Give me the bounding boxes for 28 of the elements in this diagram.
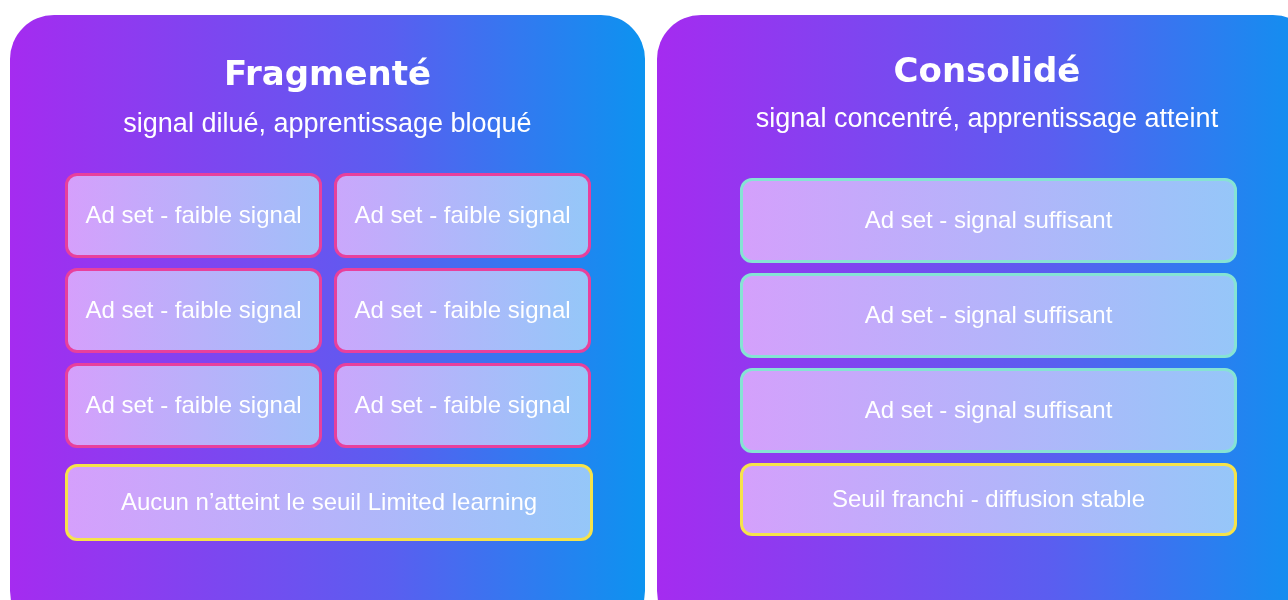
card-label: Ad set - faible signal — [84, 296, 303, 325]
panel-title: Fragmenté — [222, 53, 433, 93]
ad-set-card — [65, 268, 322, 353]
card-label: Ad set - faible signal — [353, 391, 572, 420]
panel-subtitle: signal concentré, apprentissage atteint — [754, 103, 1220, 134]
card-label: Ad set - signal suffisant — [863, 206, 1114, 235]
ad-set-card — [740, 463, 1237, 536]
ad-set-card — [334, 173, 591, 258]
panel-subtitle: signal dilué, apprentissage bloqué — [122, 108, 533, 139]
ad-set-card — [65, 363, 322, 448]
ad-set-card — [65, 173, 322, 258]
ad-set-card — [740, 178, 1237, 263]
card-label: Ad set - faible signal — [353, 296, 572, 325]
card-label: Ad set - faible signal — [84, 201, 303, 230]
card-label: Ad set - signal suffisant — [863, 301, 1114, 330]
ad-set-card — [334, 363, 591, 448]
comparison-panel — [657, 15, 1288, 600]
card-label: Aucun n’atteint le seuil Limited learning — [119, 488, 539, 517]
ad-set-card — [740, 368, 1237, 453]
card-label: Ad set - faible signal — [353, 201, 572, 230]
card-label: Ad set - faible signal — [84, 391, 303, 420]
ad-set-card — [740, 273, 1237, 358]
ad-set-card — [334, 268, 591, 353]
card-label: Seuil franchi - diffusion stable — [830, 485, 1147, 514]
ad-set-card — [65, 464, 593, 541]
panel-title: Consolidé — [892, 50, 1082, 90]
comparison-panel — [10, 15, 645, 600]
card-label: Ad set - signal suffisant — [863, 396, 1114, 425]
